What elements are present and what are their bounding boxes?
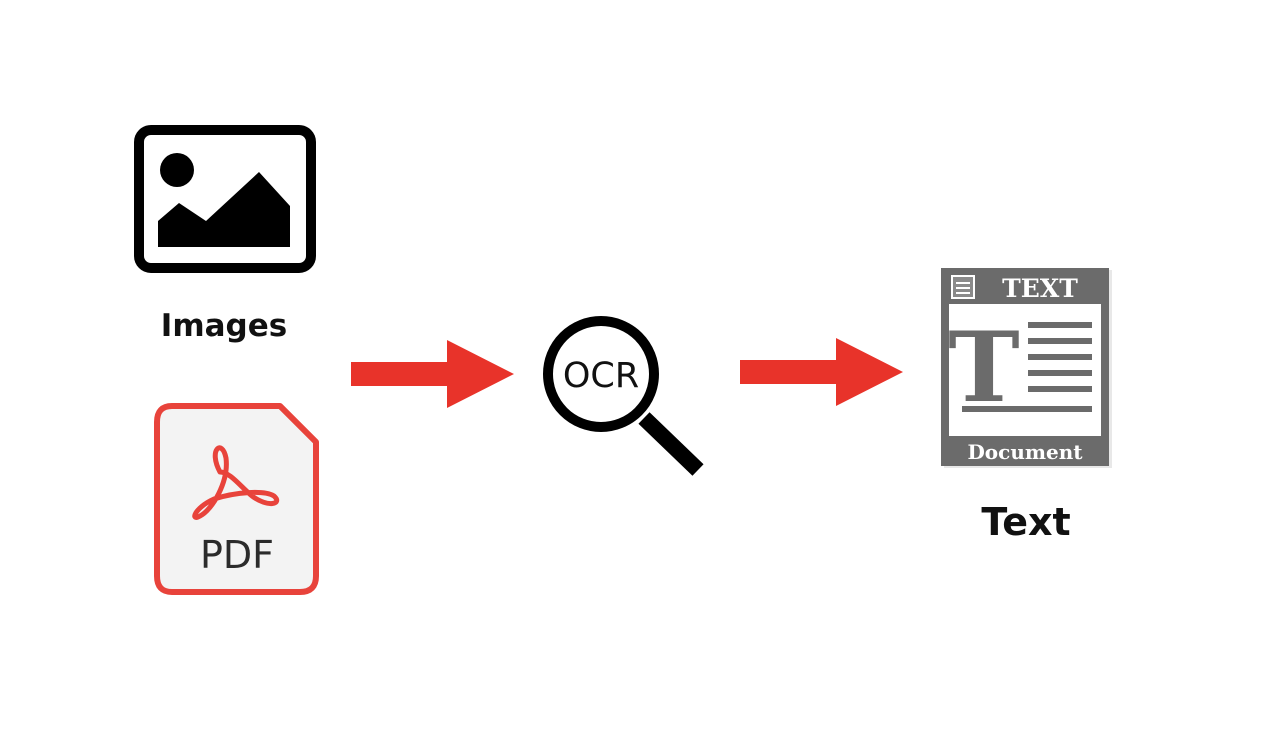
mountain-shape bbox=[158, 172, 290, 247]
image-icon bbox=[134, 125, 316, 273]
acrobat-logo-icon bbox=[192, 445, 280, 520]
ocr-label: OCR bbox=[563, 356, 639, 396]
arrow-right-icon bbox=[351, 340, 514, 408]
text-label: Text bbox=[981, 500, 1071, 544]
doc-header-text: TEXT bbox=[1002, 274, 1078, 303]
doc-text-lines bbox=[962, 322, 1092, 412]
pdf-icon-text: PDF bbox=[200, 533, 274, 577]
images-label: Images bbox=[160, 308, 288, 344]
doc-footer-text: Document bbox=[967, 440, 1083, 464]
magnifier-handle bbox=[638, 412, 704, 476]
doc-big-letter: T bbox=[948, 311, 1019, 424]
magnifier-ocr-icon: OCR bbox=[543, 316, 704, 476]
sun-shape bbox=[160, 153, 194, 187]
arrow-right-icon bbox=[740, 338, 903, 406]
text-document-icon: TEXT T Document bbox=[941, 268, 1112, 468]
pdf-file-icon: PDF bbox=[154, 403, 319, 595]
